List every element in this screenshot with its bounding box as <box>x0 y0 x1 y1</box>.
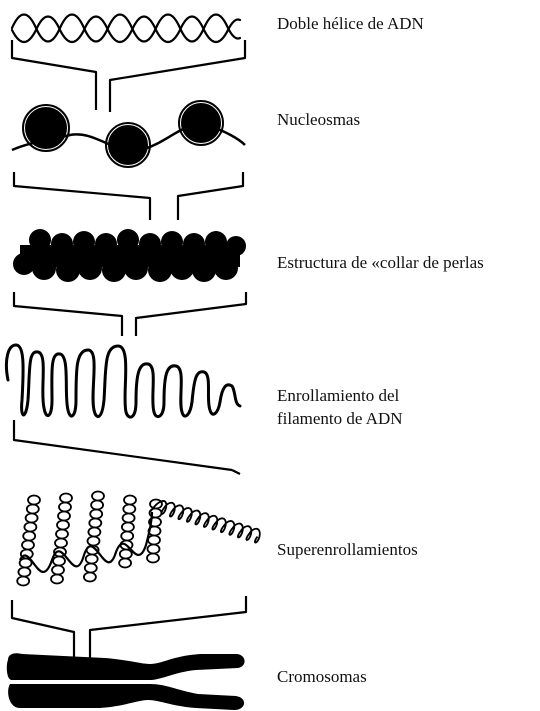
nucleosomes <box>11 100 246 168</box>
nucleosome-2 <box>108 125 148 165</box>
pearl-string <box>13 229 246 282</box>
label-coiling-line1: Enrollamiento del <box>277 386 400 405</box>
zoom-bracket-1 <box>10 40 247 112</box>
label-coiling: Enrollamiento del filamento de ADN <box>277 384 403 430</box>
supercoils <box>16 490 261 587</box>
label-coiling-line2: filamento de ADN <box>277 409 403 428</box>
nucleosome-3 <box>181 103 221 143</box>
label-nucleosomes: Nucleosmas <box>277 110 361 129</box>
supercoil-column <box>50 492 73 585</box>
coiled-filament <box>4 343 242 419</box>
chromosome <box>6 653 245 710</box>
dna-double-helix <box>10 13 242 44</box>
nucleosome-1 <box>25 107 67 149</box>
supercoil-column <box>16 494 41 587</box>
zoom-bracket-4 <box>12 420 241 475</box>
label-chromosomes: Cromosomas <box>277 667 367 686</box>
chromosome-lower-arm <box>8 684 245 710</box>
supercoil-column <box>118 494 137 569</box>
label-pearl-string: Estructura de «collar de perlas <box>277 253 484 272</box>
zoom-bracket-5 <box>10 596 248 662</box>
chromosome-upper-arm <box>6 653 245 680</box>
label-supercoils: Superenrollamientos <box>277 540 418 559</box>
helix-strand-b <box>10 15 242 44</box>
zoom-bracket-3 <box>12 292 248 336</box>
zoom-bracket-2 <box>12 172 245 220</box>
supercoil-column <box>83 490 105 583</box>
supercoil-tail <box>149 500 261 544</box>
label-double-helix: Doble hélice de ADN <box>277 14 424 33</box>
supercoil-strand <box>19 511 154 574</box>
